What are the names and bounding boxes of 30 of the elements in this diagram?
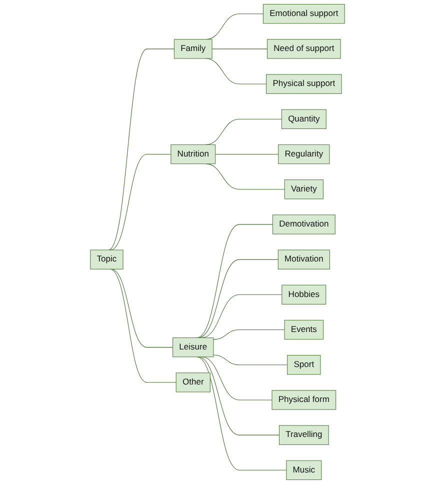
node-box: Emotional support xyxy=(262,4,345,24)
node-box: Sport xyxy=(287,355,321,375)
node-box: Other xyxy=(176,372,210,392)
node-box: Physical form xyxy=(272,390,336,410)
node-box: Physical support xyxy=(266,74,342,94)
connector xyxy=(213,330,285,340)
node-box: Hobbies xyxy=(282,284,326,304)
connector xyxy=(110,268,174,348)
connector xyxy=(213,354,288,366)
node-box: Family xyxy=(174,39,212,59)
node-box: Leisure xyxy=(172,337,214,358)
connector xyxy=(196,356,287,470)
node-box: Music xyxy=(286,460,322,480)
node-box: Demotivation xyxy=(272,214,336,234)
node-box: Topic xyxy=(90,250,124,270)
node-box: Quantity xyxy=(281,109,326,129)
connector xyxy=(196,224,273,338)
connector xyxy=(198,259,278,338)
node-box: Events xyxy=(284,320,324,340)
node-box: Regularity xyxy=(278,144,330,164)
connector xyxy=(108,48,174,250)
connector xyxy=(110,154,172,250)
connector xyxy=(198,356,280,436)
node-box: Travelling xyxy=(278,425,329,445)
node-box: Nutrition xyxy=(170,144,216,164)
node-box: Variety xyxy=(284,180,324,200)
connector xyxy=(110,268,176,383)
node-box: Need of support xyxy=(266,39,341,59)
connector xyxy=(212,48,268,50)
node-box: Motivation xyxy=(278,250,330,270)
